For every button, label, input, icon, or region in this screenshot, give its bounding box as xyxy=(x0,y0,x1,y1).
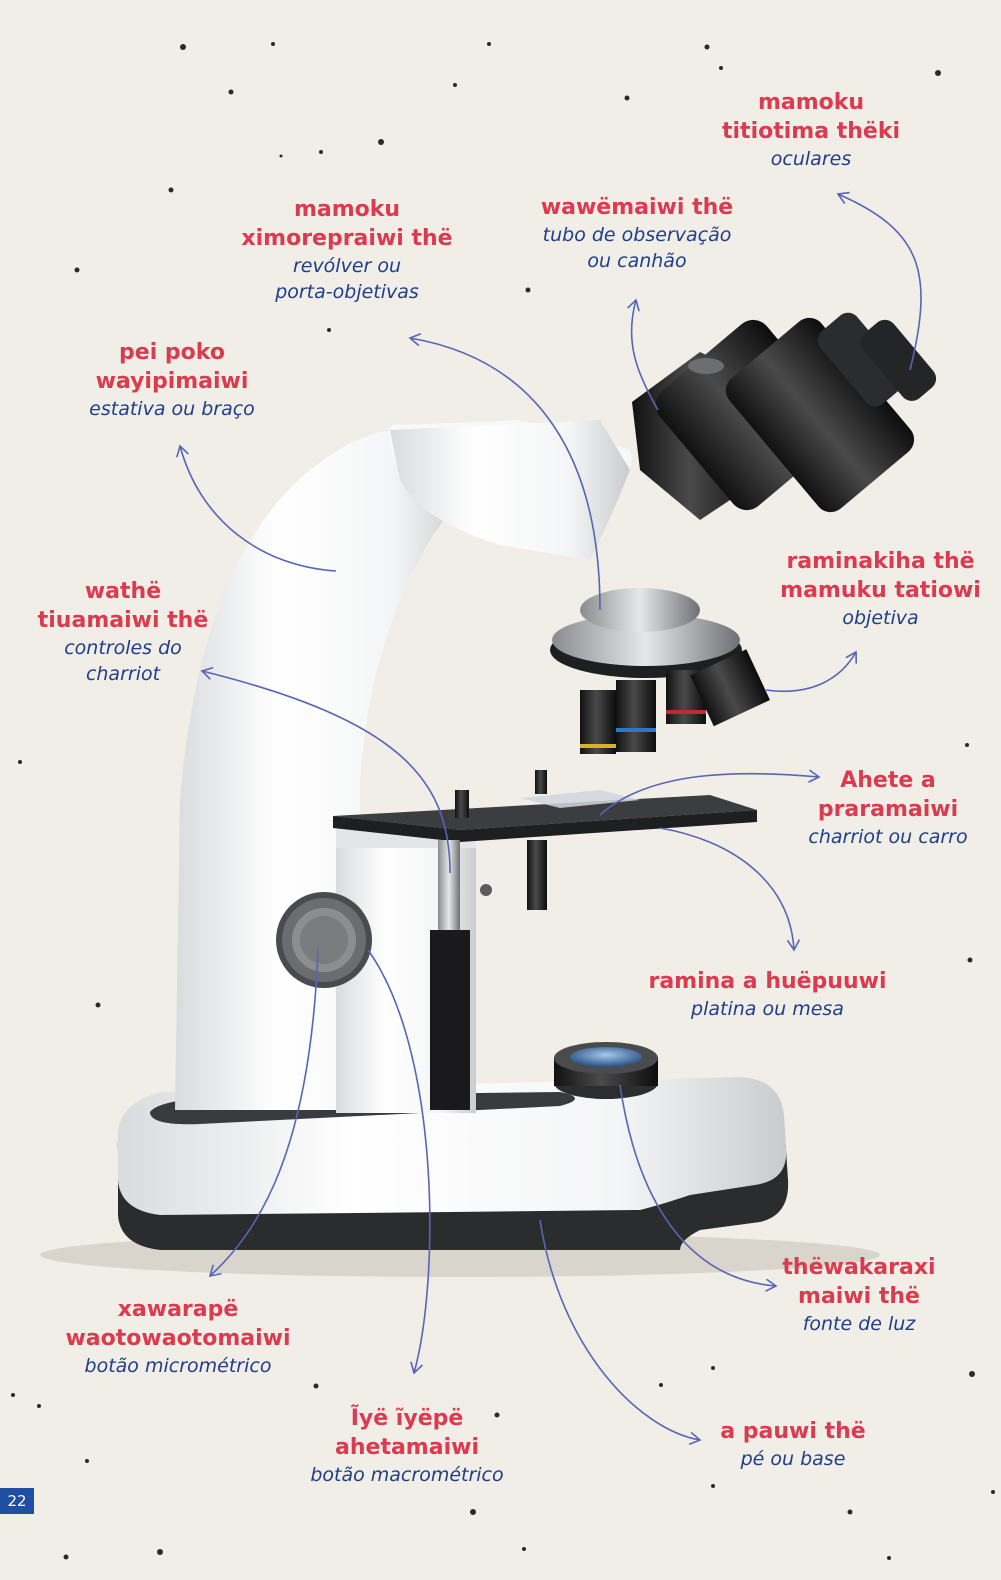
label-controles: wathë tiuamaiwi thë controles do charrio… xyxy=(27,577,219,687)
portuguese-term: pé ou base xyxy=(713,1446,873,1472)
portuguese-term: botão micrométrico xyxy=(58,1353,298,1379)
yanomami-term: xawarapë xyxy=(58,1295,298,1324)
label-macrometrico: Ĩyë ĩyëpë ahetamaiwi botão macrométrico xyxy=(297,1404,517,1488)
portuguese-term: tubo de observação xyxy=(517,222,757,248)
label-estativa: pei poko wayipimaiwi estativa ou braço xyxy=(72,338,272,422)
yanomami-term: mamoku xyxy=(711,88,911,117)
label-platina: ramina a huëpuuwi platina ou mesa xyxy=(640,967,895,1022)
label-micrometrico: xawarapë waotowaotomaiwi botão micrométr… xyxy=(58,1295,298,1379)
portuguese-term: botão macrométrico xyxy=(297,1462,517,1488)
yanomami-term: Ahete a xyxy=(788,766,988,795)
yanomami-term: waotowaotomaiwi xyxy=(58,1324,298,1353)
portuguese-term: ou canhão xyxy=(517,248,757,274)
label-charriot: Ahete a praramaiwi charriot ou carro xyxy=(788,766,988,850)
yanomami-term: thëwakaraxi xyxy=(769,1253,949,1282)
label-objetiva: raminakiha thë mamuku tatiowi objetiva xyxy=(768,547,993,631)
label-oculares: mamoku titiotima thëki oculares xyxy=(711,88,911,172)
page-number: 22 xyxy=(0,1488,34,1514)
yanomami-term: titiotima thëki xyxy=(711,117,911,146)
yanomami-term: a pauwi thë xyxy=(713,1417,873,1446)
yanomami-term: ximorepraiwi thë xyxy=(238,224,456,253)
yanomami-term: wayipimaiwi xyxy=(72,367,272,396)
portuguese-term: charriot ou carro xyxy=(788,824,988,850)
label-revolver: mamoku ximorepraiwi thë revólver ou port… xyxy=(238,195,456,305)
yanomami-term: ahetamaiwi xyxy=(297,1433,517,1462)
portuguese-term: platina ou mesa xyxy=(640,996,895,1022)
yanomami-term: praramaiwi xyxy=(788,795,988,824)
portuguese-term: controles do xyxy=(27,635,219,661)
yanomami-term: tiuamaiwi thë xyxy=(27,606,219,635)
yanomami-term: ramina a huëpuuwi xyxy=(640,967,895,996)
portuguese-term: charriot xyxy=(27,661,219,687)
yanomami-term: wathë xyxy=(27,577,219,606)
label-fonte: thëwakaraxi maiwi thë fonte de luz xyxy=(769,1253,949,1337)
label-tubo: wawëmaiwi thë tubo de observação ou canh… xyxy=(517,193,757,274)
portuguese-term: revólver ou xyxy=(238,253,456,279)
yanomami-term: mamuku tatiowi xyxy=(768,576,993,605)
label-base: a pauwi thë pé ou base xyxy=(713,1417,873,1472)
yanomami-term: pei poko xyxy=(72,338,272,367)
yanomami-term: wawëmaiwi thë xyxy=(517,193,757,222)
portuguese-term: porta-objetivas xyxy=(238,279,456,305)
yanomami-term: mamoku xyxy=(238,195,456,224)
portuguese-term: oculares xyxy=(711,146,911,172)
yanomami-term: maiwi thë xyxy=(769,1282,949,1311)
yanomami-term: Ĩyë ĩyëpë xyxy=(297,1404,517,1433)
portuguese-term: objetiva xyxy=(768,605,993,631)
yanomami-term: raminakiha thë xyxy=(768,547,993,576)
portuguese-term: fonte de luz xyxy=(769,1311,949,1337)
portuguese-term: estativa ou braço xyxy=(72,396,272,422)
